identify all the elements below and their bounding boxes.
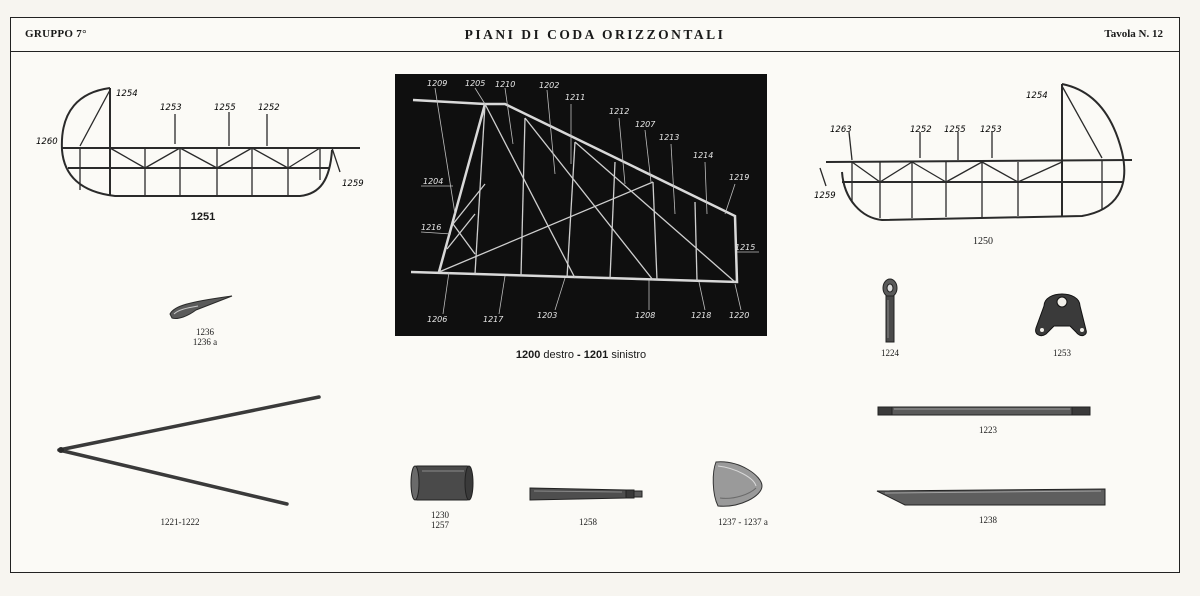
photo-callout: 1214 (693, 151, 713, 160)
photo-callout: 1206 (427, 315, 447, 324)
photo-callout: 1212 (609, 107, 629, 116)
part-1236-drawing (169, 295, 233, 319)
part-1221-1222-caption: 1221-1222 (160, 517, 200, 527)
photo-callout: 1219 (729, 173, 749, 182)
photo-callout: 1220 (729, 311, 749, 320)
part-1224-drawing (882, 278, 898, 343)
callout-label: 1263 (830, 125, 852, 135)
photo-callout: 1216 (421, 223, 441, 232)
photo-callout: 1202 (539, 81, 559, 90)
part-code: 1230 (431, 510, 449, 520)
caption-right-number: 1200 (515, 349, 541, 361)
part-1253-caption: 1253 (1053, 348, 1071, 358)
left-frame-caption: 1251 (190, 211, 216, 223)
plate-number: Tavola N. 12 (1104, 28, 1163, 40)
callout-label: 1255 (944, 125, 966, 135)
photo-caption: 1200 destro - 1201 sinistro (395, 349, 767, 361)
photo-callout: 1210 (495, 80, 515, 89)
group-label: GRUPPO 7° (25, 28, 87, 40)
part-1221-1222-drawing (57, 395, 321, 506)
callout-label: 1254 (1026, 91, 1048, 101)
callout-label: 1259 (814, 191, 836, 201)
tailplane-photo: 1209 1205 1210 1202 1211 1212 1207 1213 … (395, 74, 767, 336)
callout-label: 1260 (36, 137, 58, 147)
photo-callout: 1211 (565, 93, 585, 102)
caption-left-number: 1201 (583, 349, 609, 361)
part-1238-caption: 1238 (979, 515, 997, 525)
photo-callout: 1215 (735, 243, 755, 252)
photo-callout: 1217 (483, 315, 504, 324)
callout-label: 1259 (342, 179, 364, 189)
part-1258-drawing (529, 487, 643, 501)
part-code: 1236 (196, 327, 214, 337)
left-tailplane-frame-drawing: 1254 1253 1255 1252 1260 1259 (36, 87, 364, 197)
part-1237-caption: 1237 - 1237 a (718, 517, 768, 527)
callout-label: 1252 (910, 125, 932, 135)
right-tailplane-frame-drawing: 1254 1263 1252 1255 1253 1259 (814, 83, 1133, 222)
right-frame-caption: 1250 (973, 236, 993, 247)
photo-callout: 1218 (691, 311, 711, 320)
part-code: 1236 a (192, 337, 218, 347)
photo-callout: 1203 (537, 311, 557, 320)
photo-callout: 1207 (635, 120, 656, 129)
callout-label: 1253 (160, 103, 182, 113)
photo-callout: 1205 (465, 79, 485, 88)
photo-callout: 1213 (659, 133, 679, 142)
plate-header: GRUPPO 7° PIANI DI CODA ORIZZONTALI Tavo… (11, 18, 1179, 52)
part-1236-caption: 1236 1236 a (180, 327, 230, 347)
part-1237-drawing (712, 461, 763, 507)
part-1230-caption: 1230 1257 (420, 510, 460, 530)
caption-separator: - (577, 349, 581, 361)
tailplane-photo-drawing: 1209 1205 1210 1202 1211 1212 1207 1213 … (410, 79, 759, 324)
caption-right-word: destro (543, 349, 574, 361)
part-1224-caption: 1224 (881, 348, 899, 358)
callout-label: 1253 (980, 125, 1002, 135)
part-1223-caption: 1223 (979, 425, 997, 435)
part-code: 1257 (431, 520, 449, 530)
part-1223-drawing (877, 406, 1091, 416)
caption-left-word: sinistro (611, 349, 647, 361)
part-1230-drawing (410, 465, 474, 501)
plate-title: PIANI DI CODA ORIZZONTALI (464, 27, 726, 42)
part-1258-caption: 1258 (579, 517, 597, 527)
callout-label: 1255 (214, 103, 236, 113)
part-1253-drawing (1035, 293, 1087, 337)
callout-label: 1252 (258, 103, 280, 113)
callout-label: 1254 (116, 89, 138, 99)
photo-callout: 1209 (427, 79, 447, 88)
photo-callout: 1204 (423, 177, 443, 186)
photo-callout: 1208 (635, 311, 655, 320)
part-1238-drawing (876, 488, 1106, 506)
